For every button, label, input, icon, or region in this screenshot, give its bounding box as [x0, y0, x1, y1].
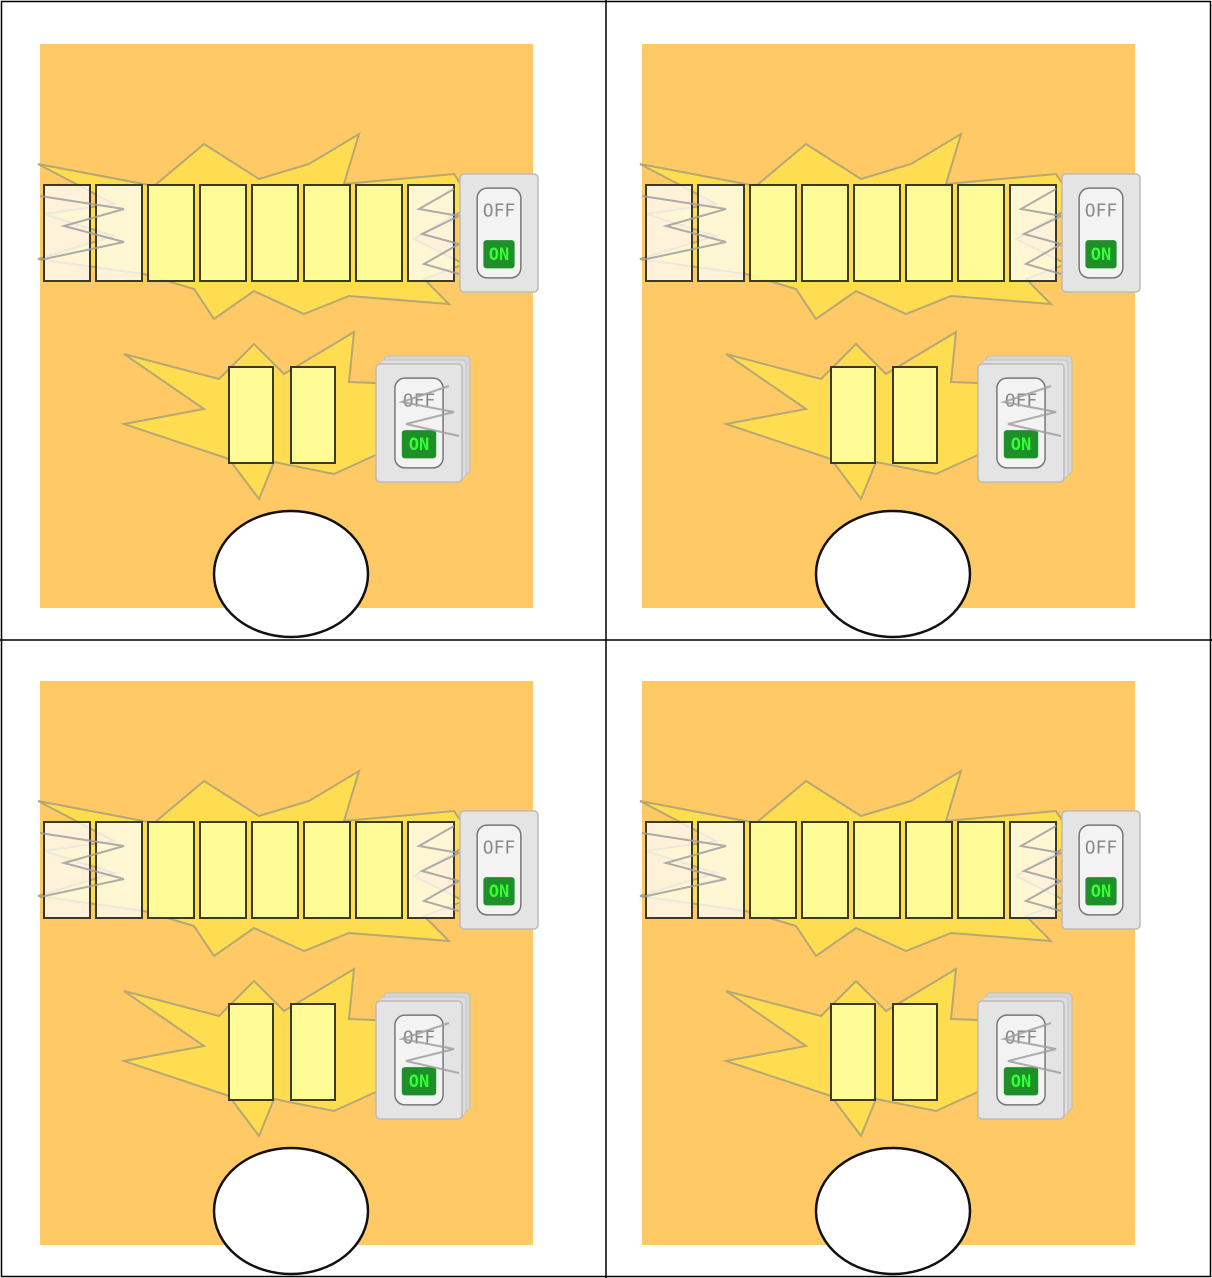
bulb-rect: [356, 185, 402, 281]
switch-on-label: ON: [409, 1072, 429, 1092]
bulb-rect: [906, 822, 952, 918]
switch-on-label: ON: [409, 435, 429, 455]
bulb-rect: [200, 822, 246, 918]
switch-on-label: ON: [1011, 435, 1031, 455]
bulb-rect: [96, 185, 142, 281]
toggle-switch-icon: OFF ON: [1062, 174, 1140, 292]
bulb-rect: [252, 185, 298, 281]
bulb-rect: [304, 185, 350, 281]
bulb-rect: [96, 822, 142, 918]
bulb-rect: [291, 1004, 335, 1100]
bulb-rect: [304, 822, 350, 918]
toggle-switch-icon: OFF ON: [460, 174, 538, 292]
toggle-switch-icon: OFF ON: [1062, 811, 1140, 929]
oval-shape-icon: [816, 511, 970, 637]
switch-off-label: OFF: [1085, 200, 1118, 221]
switch-on-label: ON: [489, 245, 509, 265]
bulb-rect: [958, 185, 1004, 281]
switch-off-label: OFF: [483, 200, 516, 221]
bulb-rect: [831, 367, 875, 463]
oval-shape-icon: [214, 511, 368, 637]
switch-on-label: ON: [489, 882, 509, 902]
bulb-rect: [148, 185, 194, 281]
switch-on-label: ON: [1091, 245, 1111, 265]
bulb-rect: [802, 185, 848, 281]
bulb-rect: [831, 1004, 875, 1100]
bulb-rect: [698, 822, 744, 918]
oval-shape-icon: [816, 1148, 970, 1274]
bulb-rect: [854, 185, 900, 281]
bulb-rect: [750, 185, 796, 281]
bulb-rect: [200, 185, 246, 281]
bulb-rect: [893, 1004, 937, 1100]
bulb-rect: [229, 1004, 273, 1100]
bulb-rect: [698, 185, 744, 281]
bulb-rect: [893, 367, 937, 463]
bulb-rect: [148, 822, 194, 918]
bulb-rect: [958, 822, 1004, 918]
bulb-rect: [229, 367, 273, 463]
bulb-rect: [750, 822, 796, 918]
toggle-switch-icon: OFF ON: [460, 811, 538, 929]
switch-off-label: OFF: [1085, 837, 1118, 858]
switch-off-label: OFF: [483, 837, 516, 858]
bulb-rect: [802, 822, 848, 918]
switch-on-label: ON: [1011, 1072, 1031, 1092]
switch-on-label: ON: [1091, 882, 1111, 902]
oval-shape-icon: [214, 1148, 368, 1274]
bulb-rect: [356, 822, 402, 918]
bulb-rect: [854, 822, 900, 918]
bulb-rect: [252, 822, 298, 918]
bulb-rect: [906, 185, 952, 281]
bulb-rect: [291, 367, 335, 463]
